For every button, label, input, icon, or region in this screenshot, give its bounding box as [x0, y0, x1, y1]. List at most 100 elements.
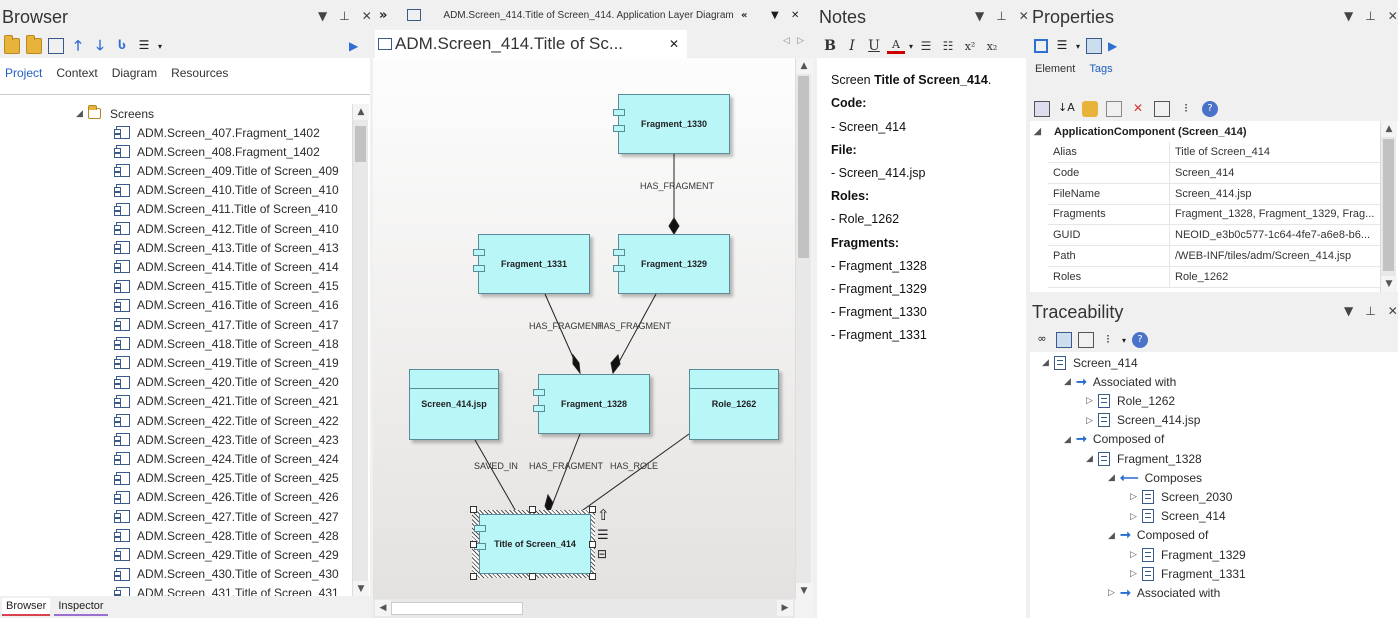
trace-element-node[interactable]: ▷Screen_414: [1130, 507, 1226, 526]
node-title-of-screen-414[interactable]: Title of Screen_414: [474, 514, 591, 574]
close-icon[interactable]: ✕: [1387, 304, 1398, 318]
collapsed-triangle-icon[interactable]: ▷: [1108, 587, 1115, 598]
element-icon[interactable]: [1086, 38, 1103, 54]
diagram-vscrollbar[interactable]: ▲ ▼: [795, 58, 812, 599]
pin-icon[interactable]: ⊥: [339, 9, 350, 23]
expanded-triangle-icon[interactable]: ◢: [76, 108, 83, 118]
expand-right-icon[interactable]: ▶: [349, 39, 359, 53]
menu-icon[interactable]: ☰: [1056, 38, 1068, 52]
trace-relation-node[interactable]: ◢⟵Composes: [1108, 468, 1202, 487]
close-icon[interactable]: ✕: [361, 9, 372, 23]
font-color-icon[interactable]: A: [887, 38, 905, 54]
scroll-thumb[interactable]: [798, 76, 809, 258]
dropdown-icon[interactable]: ▼: [318, 9, 328, 23]
tag-row[interactable]: Path/WEB-INF/tiles/adm/Screen_414.jsp: [1048, 246, 1380, 267]
expanded-triangle-icon[interactable]: ◢: [1042, 357, 1049, 367]
tree-item-screen[interactable]: ADM.Screen_410.Title of Screen_410: [114, 181, 339, 200]
tab-inspector[interactable]: Inspector: [54, 598, 108, 616]
tree-item-screen[interactable]: ADM.Screen_427.Title of Screen_427: [114, 507, 339, 526]
diagram-canvas[interactable]: Fragment_1330 Fragment_1331 Fragment_132…: [373, 58, 795, 599]
move-down-icon[interactable]: 🡓: [96, 38, 104, 54]
scroll-down-icon[interactable]: ▼: [353, 581, 369, 597]
close-icon[interactable]: ✕: [1387, 9, 1398, 23]
chevron-down-icon[interactable]: ▾: [1122, 335, 1127, 345]
expand-icon[interactable]: »: [379, 7, 388, 23]
sort-az-icon[interactable]: ↓A: [1058, 101, 1075, 114]
resize-handle[interactable]: [470, 541, 477, 548]
numbered-list-icon[interactable]: ☷: [942, 39, 954, 53]
trace-element-node[interactable]: ▷Screen_414.jsp: [1086, 411, 1200, 430]
pin-icon[interactable]: ⊥: [996, 9, 1007, 23]
connector-line[interactable]: [548, 433, 581, 514]
close-tab-icon[interactable]: ✕: [668, 37, 679, 51]
chevron-down-icon[interactable]: ▾: [909, 41, 914, 51]
connector-line[interactable]: [474, 439, 519, 516]
collapsed-triangle-icon[interactable]: ▷: [1086, 414, 1093, 425]
delete-icon[interactable]: ✕: [1132, 101, 1144, 115]
trace-element-node[interactable]: ◢Screen_414: [1042, 353, 1138, 372]
scroll-up-icon[interactable]: ▲: [1381, 121, 1397, 137]
filter-icon[interactable]: ⁝: [1184, 101, 1188, 115]
tree-item-screen[interactable]: ADM.Screen_419.Title of Screen_419: [114, 353, 339, 372]
tab-context[interactable]: Context: [56, 66, 98, 80]
tree-item-screen[interactable]: ADM.Screen_416.Title of Screen_416: [114, 296, 339, 315]
diagram-icon[interactable]: [48, 38, 64, 54]
resize-handle[interactable]: [529, 573, 536, 580]
tree-item-screen[interactable]: ADM.Screen_429.Title of Screen_429: [114, 545, 339, 564]
link-icon[interactable]: [1078, 332, 1094, 348]
expand-right-icon[interactable]: ▶: [1108, 39, 1118, 53]
node-screen-414-jsp[interactable]: Screen_414.jsp: [409, 369, 499, 440]
tree-item-screen[interactable]: ADM.Screen_411.Title of Screen_410: [114, 200, 338, 219]
connector-line[interactable]: [575, 433, 690, 516]
pin-icon[interactable]: ⊥: [1365, 9, 1376, 23]
tab-right-icon[interactable]: ▷: [797, 36, 804, 46]
resize-handle[interactable]: [589, 506, 596, 513]
scroll-thumb[interactable]: [391, 602, 523, 615]
tab-element[interactable]: Element: [1035, 63, 1076, 75]
node-role-1262[interactable]: Role_1262: [689, 369, 779, 440]
underline-icon[interactable]: U: [868, 38, 880, 54]
collapsed-triangle-icon[interactable]: ▷: [1130, 568, 1137, 579]
tree-item-screen[interactable]: ADM.Screen_426.Title of Screen_426: [114, 488, 339, 507]
tree-item-screen[interactable]: ADM.Screen_409.Title of Screen_409: [114, 161, 339, 180]
help-icon[interactable]: ?: [1132, 332, 1149, 348]
tree-item-screen[interactable]: ADM.Screen_408.Fragment_1402: [114, 142, 320, 161]
properties-icon[interactable]: ☰: [597, 528, 609, 543]
diagram-hscrollbar[interactable]: ◀ ▶: [373, 599, 795, 618]
tag-group-row[interactable]: ◢ ApplicationComponent (Screen_414): [1034, 121, 1247, 142]
collapsed-triangle-icon[interactable]: ▷: [1130, 549, 1137, 559]
resize-handle[interactable]: [470, 506, 477, 513]
trace-relation-node[interactable]: ◢➞Composed of: [1064, 430, 1164, 449]
tree-item-screen[interactable]: ADM.Screen_407.Fragment_1402: [114, 123, 320, 142]
tab-resources[interactable]: Resources: [171, 66, 229, 80]
pin-icon[interactable]: ⊥: [1365, 304, 1376, 318]
tree-item-screen[interactable]: ADM.Screen_418.Title of Screen_418: [114, 334, 339, 353]
menu-icon[interactable]: ☰: [138, 38, 150, 52]
tag-value[interactable]: Screen_414.jsp: [1175, 187, 1252, 200]
scroll-down-icon[interactable]: ▼: [1381, 276, 1397, 292]
resize-handle[interactable]: [589, 541, 596, 548]
tags-scrollbar[interactable]: ▲ ▼: [1380, 121, 1397, 292]
trace-relation-node[interactable]: ◢➞Associated with: [1064, 372, 1176, 391]
tag-value[interactable]: Fragment_1328, Fragment_1329, Frag...: [1175, 208, 1375, 221]
scroll-right-icon[interactable]: ▶: [777, 600, 793, 616]
move-up-icon[interactable]: 🡑: [74, 38, 82, 54]
expanded-triangle-icon[interactable]: ◢: [1064, 433, 1071, 444]
element-icon[interactable]: [1056, 332, 1072, 348]
chevron-down-icon[interactable]: ▾: [1076, 41, 1081, 51]
filter-icon[interactable]: ⁝: [1106, 332, 1110, 346]
categorized-icon[interactable]: [1034, 101, 1050, 117]
trace-relation-node[interactable]: ▷➞Associated with: [1108, 583, 1220, 602]
tag-value[interactable]: NEOID_e3b0c577-1c64-4fe7-a6e8-b6...: [1175, 229, 1371, 242]
locate-icon[interactable]: Ⴑ: [118, 38, 126, 52]
close-icon[interactable]: ✕: [1018, 9, 1029, 23]
tree-folder-screens[interactable]: ◢ Screens: [76, 104, 154, 123]
expanded-triangle-icon[interactable]: ◢: [1108, 529, 1115, 540]
collapsed-triangle-icon[interactable]: ▷: [1130, 491, 1137, 502]
tree-item-screen[interactable]: ADM.Screen_428.Title of Screen_428: [114, 526, 339, 545]
subscript-icon[interactable]: x₂: [986, 39, 998, 53]
trace-element-node[interactable]: ▷Role_1262: [1086, 391, 1175, 410]
tree-item-screen[interactable]: ADM.Screen_422.Title of Screen_422: [114, 411, 339, 430]
